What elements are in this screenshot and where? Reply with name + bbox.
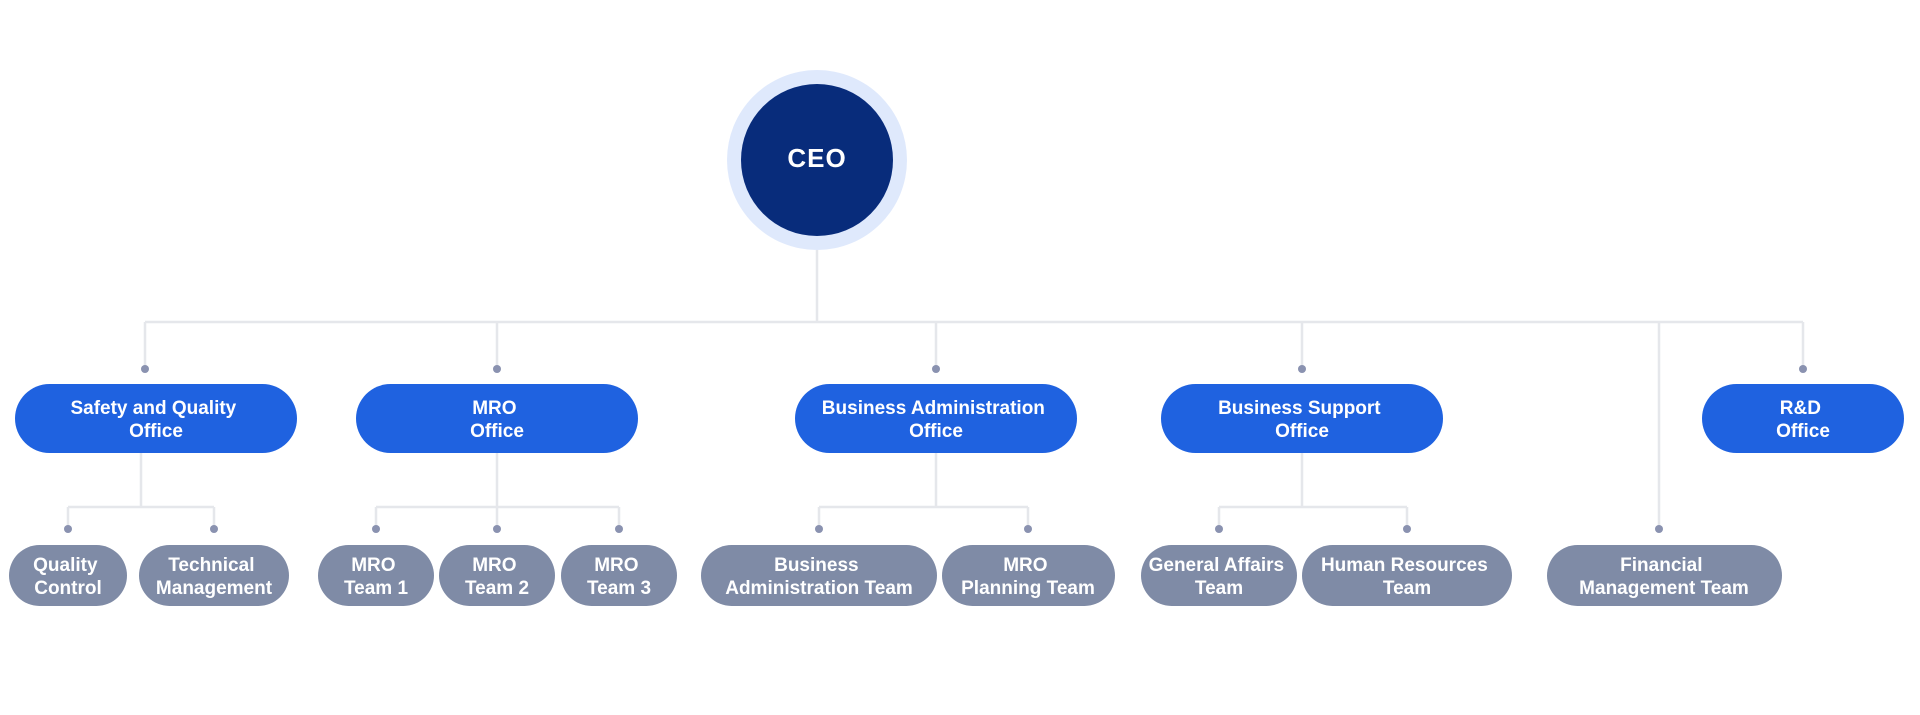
connector-dot (932, 365, 940, 373)
office-label: MRO Office (470, 398, 524, 442)
office-label: R&D Office (1776, 398, 1830, 442)
team-label-line-2: Team 2 (465, 578, 529, 599)
office-pill (1702, 384, 1904, 453)
connector-dot (141, 365, 149, 373)
team-pill (701, 545, 937, 606)
office-pill (356, 384, 638, 453)
team-label-line-2: Management Team (1579, 578, 1749, 599)
connector-dot (1799, 365, 1807, 373)
office-label-line-2: Office (1275, 421, 1329, 442)
team-label-line-2: Planning Team (961, 578, 1095, 599)
connector-lines (64, 250, 1807, 533)
team-label-line-1: Technical (168, 555, 254, 576)
team-pill (1141, 545, 1297, 606)
team-node-business-administration-team[interactable]: Business Administration Team (701, 545, 937, 606)
office-node-safety-quality[interactable]: Safety and Quality Office (15, 384, 297, 453)
office-label: Business Support Office (1218, 398, 1386, 442)
team-label-line-2: Team (1195, 578, 1243, 599)
team-label-line-2: Control (34, 578, 102, 599)
connector-dot (1215, 525, 1223, 533)
team-node-quality-control[interactable]: Quality Control (9, 545, 127, 606)
office-label-line-1: Safety and Quality (70, 398, 236, 419)
team-label: Financial Management Team (1579, 555, 1749, 599)
connector-dot (1655, 525, 1663, 533)
team-label: MRO Team 3 (587, 555, 651, 599)
team-label-line-1: MRO (594, 555, 638, 576)
office-label-line-1: R&D (1780, 398, 1821, 419)
team-label: MRO Planning Team (961, 555, 1095, 599)
team-label: MRO Team 1 (344, 555, 409, 599)
ceo-node[interactable]: CEO (727, 70, 907, 250)
connector-dot (1024, 525, 1032, 533)
office-pill (15, 384, 297, 453)
team-label: MRO Team 2 (465, 555, 529, 599)
connector-dot (64, 525, 72, 533)
team-label-line-2: Administration Team (725, 578, 913, 599)
team-node-mro-team-2[interactable]: MRO Team 2 (439, 545, 555, 606)
team-pill (439, 545, 555, 606)
connector-dot (1298, 365, 1306, 373)
team-label: Business Administration Team (725, 555, 913, 599)
office-label: Safety and Quality Office (70, 398, 241, 442)
office-label: Business Administration Office (822, 398, 1050, 442)
team-node-mro-team-3[interactable]: MRO Team 3 (561, 545, 677, 606)
connector-dot (210, 525, 218, 533)
team-node-financial-management-team[interactable]: Financial Management Team (1547, 545, 1782, 606)
connector-dot (372, 525, 380, 533)
office-pill (1161, 384, 1443, 453)
team-pill (9, 545, 127, 606)
connector-dot (1403, 525, 1411, 533)
connector-dot (815, 525, 823, 533)
team-label-line-1: MRO (351, 555, 395, 576)
team-node-mro-team-1[interactable]: MRO Team 1 (318, 545, 434, 606)
office-label-line-1: Business Support (1218, 398, 1381, 419)
team-label-line-2: Team 1 (344, 578, 409, 599)
team-label-line-1: Financial (1620, 555, 1702, 576)
office-label-line-2: Office (470, 421, 524, 442)
office-label-line-2: Office (909, 421, 963, 442)
team-node-technical-management[interactable]: Technical Management (139, 545, 289, 606)
team-label: General Affairs Team (1149, 555, 1290, 599)
office-label-line-2: Office (129, 421, 183, 442)
team-pill (1302, 545, 1512, 606)
team-label-line-1: MRO (472, 555, 516, 576)
team-label-line-2: Management (156, 578, 273, 599)
office-node-rnd[interactable]: R&D Office (1702, 384, 1904, 453)
team-label-line-1: Business (774, 555, 858, 576)
office-label-line-1: Business Administration (822, 398, 1045, 419)
team-label: Technical Management (156, 555, 273, 599)
team-label-line-2: Team 3 (587, 578, 651, 599)
team-pill (139, 545, 289, 606)
office-label-line-1: MRO (472, 398, 516, 419)
team-label-line-2: Team (1383, 578, 1431, 599)
team-label: Human Resources Team (1321, 555, 1493, 599)
connector-dot (493, 525, 501, 533)
ceo-circle (741, 84, 893, 236)
team-label-line-1: Human Resources (1321, 555, 1488, 576)
team-pill (1547, 545, 1782, 606)
team-node-general-affairs-team[interactable]: General Affairs Team (1141, 545, 1297, 606)
team-label-line-1: MRO (1003, 555, 1047, 576)
team-pill (942, 545, 1115, 606)
office-node-business-administration[interactable]: Business Administration Office (795, 384, 1077, 453)
connector-dot (493, 365, 501, 373)
team-pill (561, 545, 677, 606)
office-label-line-2: Office (1776, 421, 1830, 442)
team-node-mro-planning-team[interactable]: MRO Planning Team (942, 545, 1115, 606)
team-label: Quality Control (33, 555, 103, 599)
connector-dot (615, 525, 623, 533)
team-label-line-1: Quality (33, 555, 98, 576)
ceo-label: CEO (787, 143, 846, 173)
office-node-mro[interactable]: MRO Office (356, 384, 638, 453)
office-node-business-support[interactable]: Business Support Office (1161, 384, 1443, 453)
team-label-line-1: General Affairs (1149, 555, 1285, 576)
office-pill (795, 384, 1077, 453)
team-pill (318, 545, 434, 606)
team-node-human-resources-team[interactable]: Human Resources Team (1302, 545, 1512, 606)
